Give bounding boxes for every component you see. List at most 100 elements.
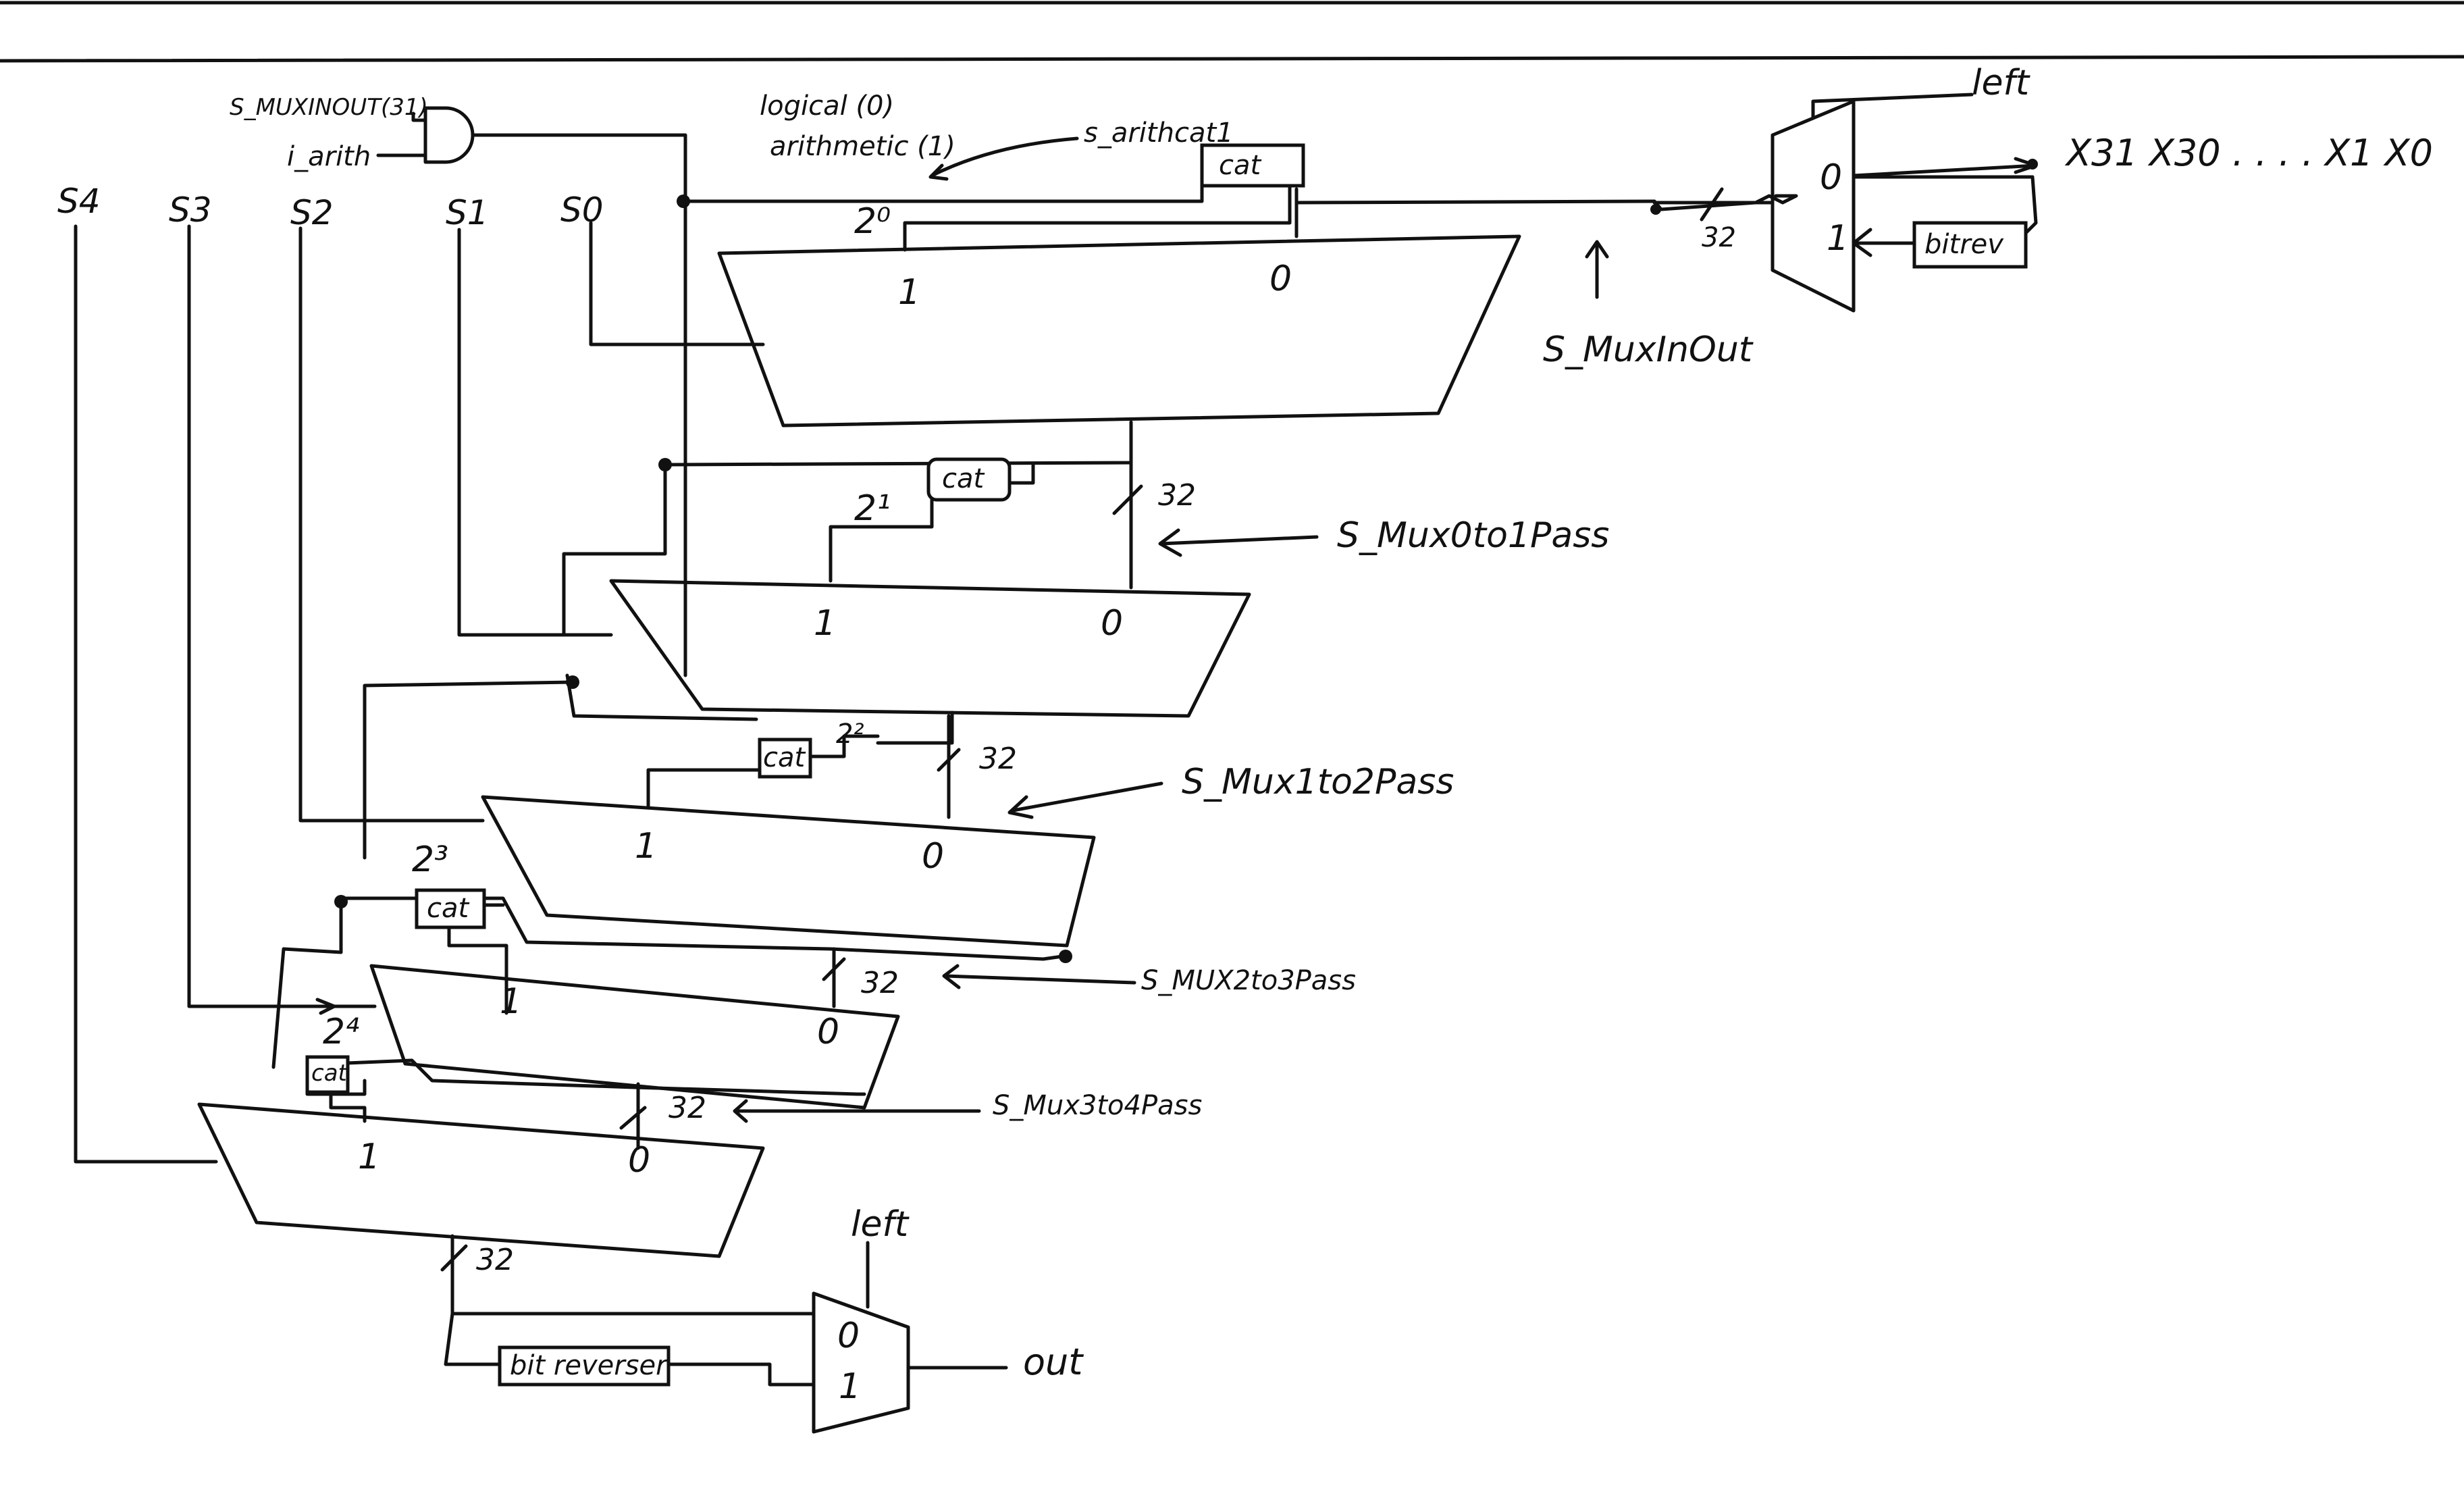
stage0-in0-bus: [1294, 199, 1656, 205]
top-mux-output-label: X31 X30 . . . . X1 X0: [2064, 132, 2433, 174]
select-label-s2: S2: [290, 193, 334, 232]
arith-bit-wire: [471, 133, 687, 677]
stage2-signal-arrow: [1011, 781, 1163, 813]
stage4-bus-width: 32: [669, 1091, 706, 1125]
stage2-bus-slash: [937, 748, 961, 772]
arith-signal-arrow: [930, 136, 1079, 178]
bitrev-box: [1912, 221, 2028, 269]
stage3-mux: [369, 964, 900, 1110]
stage4-pow-label: 2⁴: [323, 1012, 359, 1052]
s0-select-wire: [589, 221, 765, 346]
stage1-in1-label: 1: [814, 603, 836, 644]
stage3-in0-label: 0: [817, 1012, 839, 1052]
s3-select-arrowhead: [315, 998, 336, 1015]
stage3-bus-width: 32: [861, 966, 899, 1000]
s3-select-wire: [187, 224, 377, 1008]
select-label-s0: S0: [560, 190, 604, 230]
top-bus-width: 32: [1702, 222, 1736, 253]
stage4-cat-box: [305, 1055, 350, 1094]
s2-select-wire: [298, 226, 485, 823]
stage4-signal-arrowhead: [733, 1099, 748, 1123]
bottom-bus-slash: [440, 1244, 468, 1272]
and-input-top-label: S_MUXINOUT(31): [230, 94, 428, 121]
stage0-mux: [717, 234, 1521, 428]
top-mux-out-wire: [1852, 175, 2038, 235]
s4-select-wire: [74, 224, 218, 1164]
top-output-arrowhead: [2014, 157, 2038, 174]
stage2-out-junction: [1059, 950, 1072, 963]
stage4-mux: [197, 1102, 765, 1258]
stage4-signal-label: S_Mux3to4Pass: [993, 1090, 1202, 1121]
stage4-in1-label: 1: [358, 1137, 380, 1177]
arith-signal-label: s_arithcat1: [1084, 118, 1234, 149]
stage1-cat-to-in1: [829, 498, 934, 583]
bottom-mux-output-label: out: [1023, 1341, 1084, 1383]
stage0-out-junction: [658, 458, 672, 471]
stage1-out-feed: [565, 673, 758, 721]
stage2-cat-label: cat: [763, 742, 806, 773]
stage2-signal-label: S_Mux1to2Pass: [1182, 762, 1454, 802]
top-mux-in0-label: 0: [1820, 157, 1842, 198]
stage1-cat-link: [1007, 463, 1035, 485]
stage0-pow-label: 2⁰: [854, 201, 891, 242]
stage1-shift-wire: [363, 680, 575, 860]
top-signal-arrowhead: [1585, 240, 1609, 259]
stage3-pow-label: 2³: [412, 840, 448, 880]
stage2-bus-width: 32: [979, 742, 1017, 776]
page-border-line: [0, 55, 2464, 63]
stage2-cat-to-in1: [646, 768, 762, 809]
top-mux-select-label: left: [1972, 63, 2030, 103]
bitrev-label: bitrev: [1924, 229, 2004, 260]
stage1-signal-arrowhead: [1158, 528, 1182, 557]
muxinout-junction: [1650, 204, 1661, 215]
stage2-in0-label: 0: [922, 836, 944, 877]
arith-signal-arrowhead: [928, 163, 949, 181]
stage2-in1-label: 1: [635, 826, 657, 867]
stage3-in1-label: 1: [500, 981, 522, 1022]
stage3-cat-label: cat: [427, 893, 470, 924]
stage1-in0-label: 0: [1101, 603, 1123, 644]
and-input-bottom-label: i_arith: [287, 141, 371, 172]
select-label-s4: S4: [57, 182, 101, 221]
stage1-pow-label: 2¹: [854, 488, 891, 529]
stage0-in1-label: 1: [898, 272, 920, 313]
top-signal-label: S_MuxInOut: [1543, 330, 1754, 370]
stage1-bus-slash: [1112, 484, 1143, 515]
bit-reverser-label: bit reverser: [510, 1350, 669, 1381]
bottom-mux-in0-label: 0: [837, 1316, 860, 1356]
mode-logical-note: logical (0): [760, 91, 894, 122]
stage0-cat-to-in1: [903, 184, 1292, 252]
stage1-bus-width: 32: [1158, 478, 1196, 513]
stage4-in0-label: 0: [628, 1140, 650, 1181]
stage1-cat-box: [926, 457, 1012, 502]
stage2-cat-box: [758, 738, 812, 779]
s1-select-wire: [457, 228, 613, 637]
bitrev-arrowhead: [1852, 228, 1872, 257]
stage3-signal-arrow: [943, 974, 1136, 985]
stage0-cat-box: [1200, 143, 1305, 188]
and-input-top-wire: [411, 111, 427, 122]
top-output-wire: [1852, 163, 2038, 178]
top-bus-slash: [1700, 187, 1724, 222]
bottom-mux-in1-label: 1: [839, 1366, 861, 1407]
mode-arith-note: arithmetic (1): [770, 131, 955, 162]
bottom-bus-width: 32: [476, 1243, 514, 1277]
stage1-mux: [609, 579, 1251, 718]
top-output-mux: [1771, 99, 1856, 313]
stage0-cat-label: cat: [1219, 150, 1262, 181]
arith-junction-top: [677, 195, 690, 208]
stage0-in0-label: 0: [1269, 259, 1292, 299]
select-label-s3: S3: [169, 190, 212, 230]
bottom-bitrev-in-wire: [444, 1312, 502, 1366]
stage2-mux: [481, 795, 1096, 948]
bottom-mux-select-label: left: [851, 1204, 910, 1245]
top-mux-in1-label: 1: [1827, 218, 1849, 259]
stage3-signal-label: S_MUX2to3Pass: [1141, 965, 1356, 996]
and-gate: [423, 106, 475, 164]
stage4-bus-slash: [619, 1106, 647, 1130]
bottom-output-mux: [812, 1291, 910, 1434]
stage1-signal-label: S_Mux0to1Pass: [1337, 515, 1609, 556]
stage3-cat-to-in1: [447, 925, 508, 1015]
select-label-s1: S1: [446, 193, 489, 232]
stage3-out-wire: [329, 1058, 866, 1096]
